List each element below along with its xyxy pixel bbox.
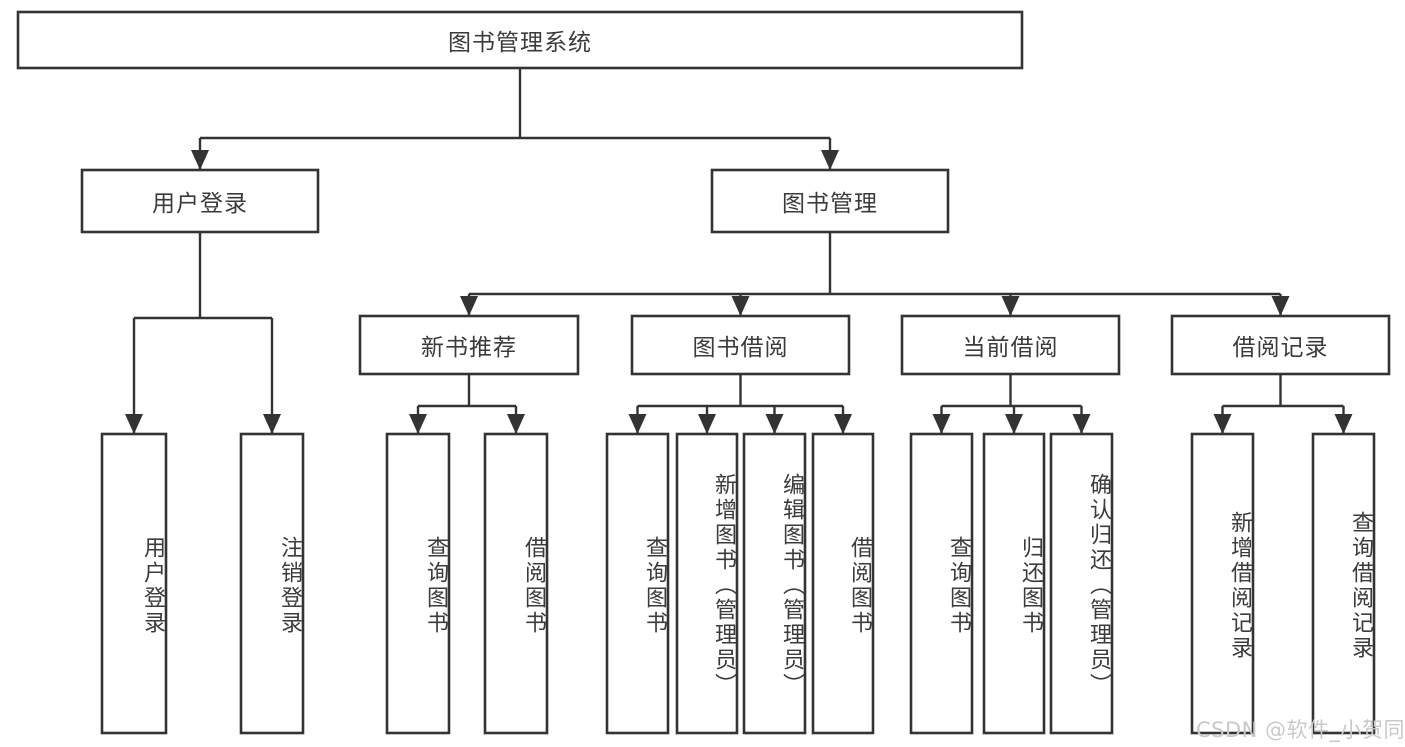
arrow-head-icon	[1072, 414, 1091, 434]
arrow-head-icon	[1001, 296, 1020, 316]
node-box-leaf-user-login[interactable]	[100, 432, 168, 735]
node-box-root[interactable]	[16, 10, 1024, 70]
arrow-head-icon	[1213, 414, 1232, 434]
arrow-head-icon	[1334, 414, 1353, 434]
node-box-leaf-edit-book-admin[interactable]	[742, 432, 807, 735]
node-box-book-manage[interactable]	[710, 168, 950, 234]
arrow-head-icon	[698, 414, 716, 434]
arrow-head-icon	[731, 296, 750, 316]
arrow-head-icon	[409, 414, 427, 434]
arrow-head-icon	[1271, 296, 1290, 316]
node-box-leaf-query-borrow-record[interactable]	[1311, 432, 1376, 735]
arrow-head-icon	[765, 414, 784, 434]
node-box-leaf-query-book-cur[interactable]	[909, 432, 974, 735]
node-box-leaf-confirm-return-admin[interactable]	[1049, 432, 1114, 735]
arrow-head-icon	[628, 414, 647, 434]
arrow-head-icon	[507, 414, 525, 434]
arrow-head-icon	[460, 296, 478, 316]
arrow-head-icon	[834, 414, 852, 434]
connectors-layer	[125, 68, 1353, 434]
node-box-book-borrow[interactable]	[630, 314, 851, 376]
node-box-leaf-add-borrow-record[interactable]	[1190, 432, 1255, 735]
node-box-new-book-recommend[interactable]	[358, 314, 580, 376]
node-box-leaf-user-logout[interactable]	[239, 432, 305, 735]
node-box-borrow-record[interactable]	[1170, 314, 1391, 376]
arrow-head-icon	[125, 414, 143, 434]
node-box-current-borrow[interactable]	[900, 314, 1121, 376]
node-box-leaf-borrow-book-rec[interactable]	[483, 432, 549, 735]
arrow-head-icon	[821, 150, 839, 170]
node-box-user-login[interactable]	[80, 168, 320, 234]
node-box-leaf-query-book-borrow[interactable]	[605, 432, 670, 735]
arrow-head-icon	[932, 414, 951, 434]
node-box-leaf-add-book-admin[interactable]	[675, 432, 739, 735]
arrow-head-icon	[263, 414, 281, 434]
node-box-leaf-return-book[interactable]	[982, 432, 1046, 735]
node-box-leaf-query-book-rec[interactable]	[385, 432, 451, 735]
arrow-head-icon	[1005, 414, 1023, 434]
boxes-layer	[16, 10, 1391, 735]
arrow-head-icon	[191, 150, 209, 170]
node-box-leaf-borrow-book[interactable]	[811, 432, 875, 735]
